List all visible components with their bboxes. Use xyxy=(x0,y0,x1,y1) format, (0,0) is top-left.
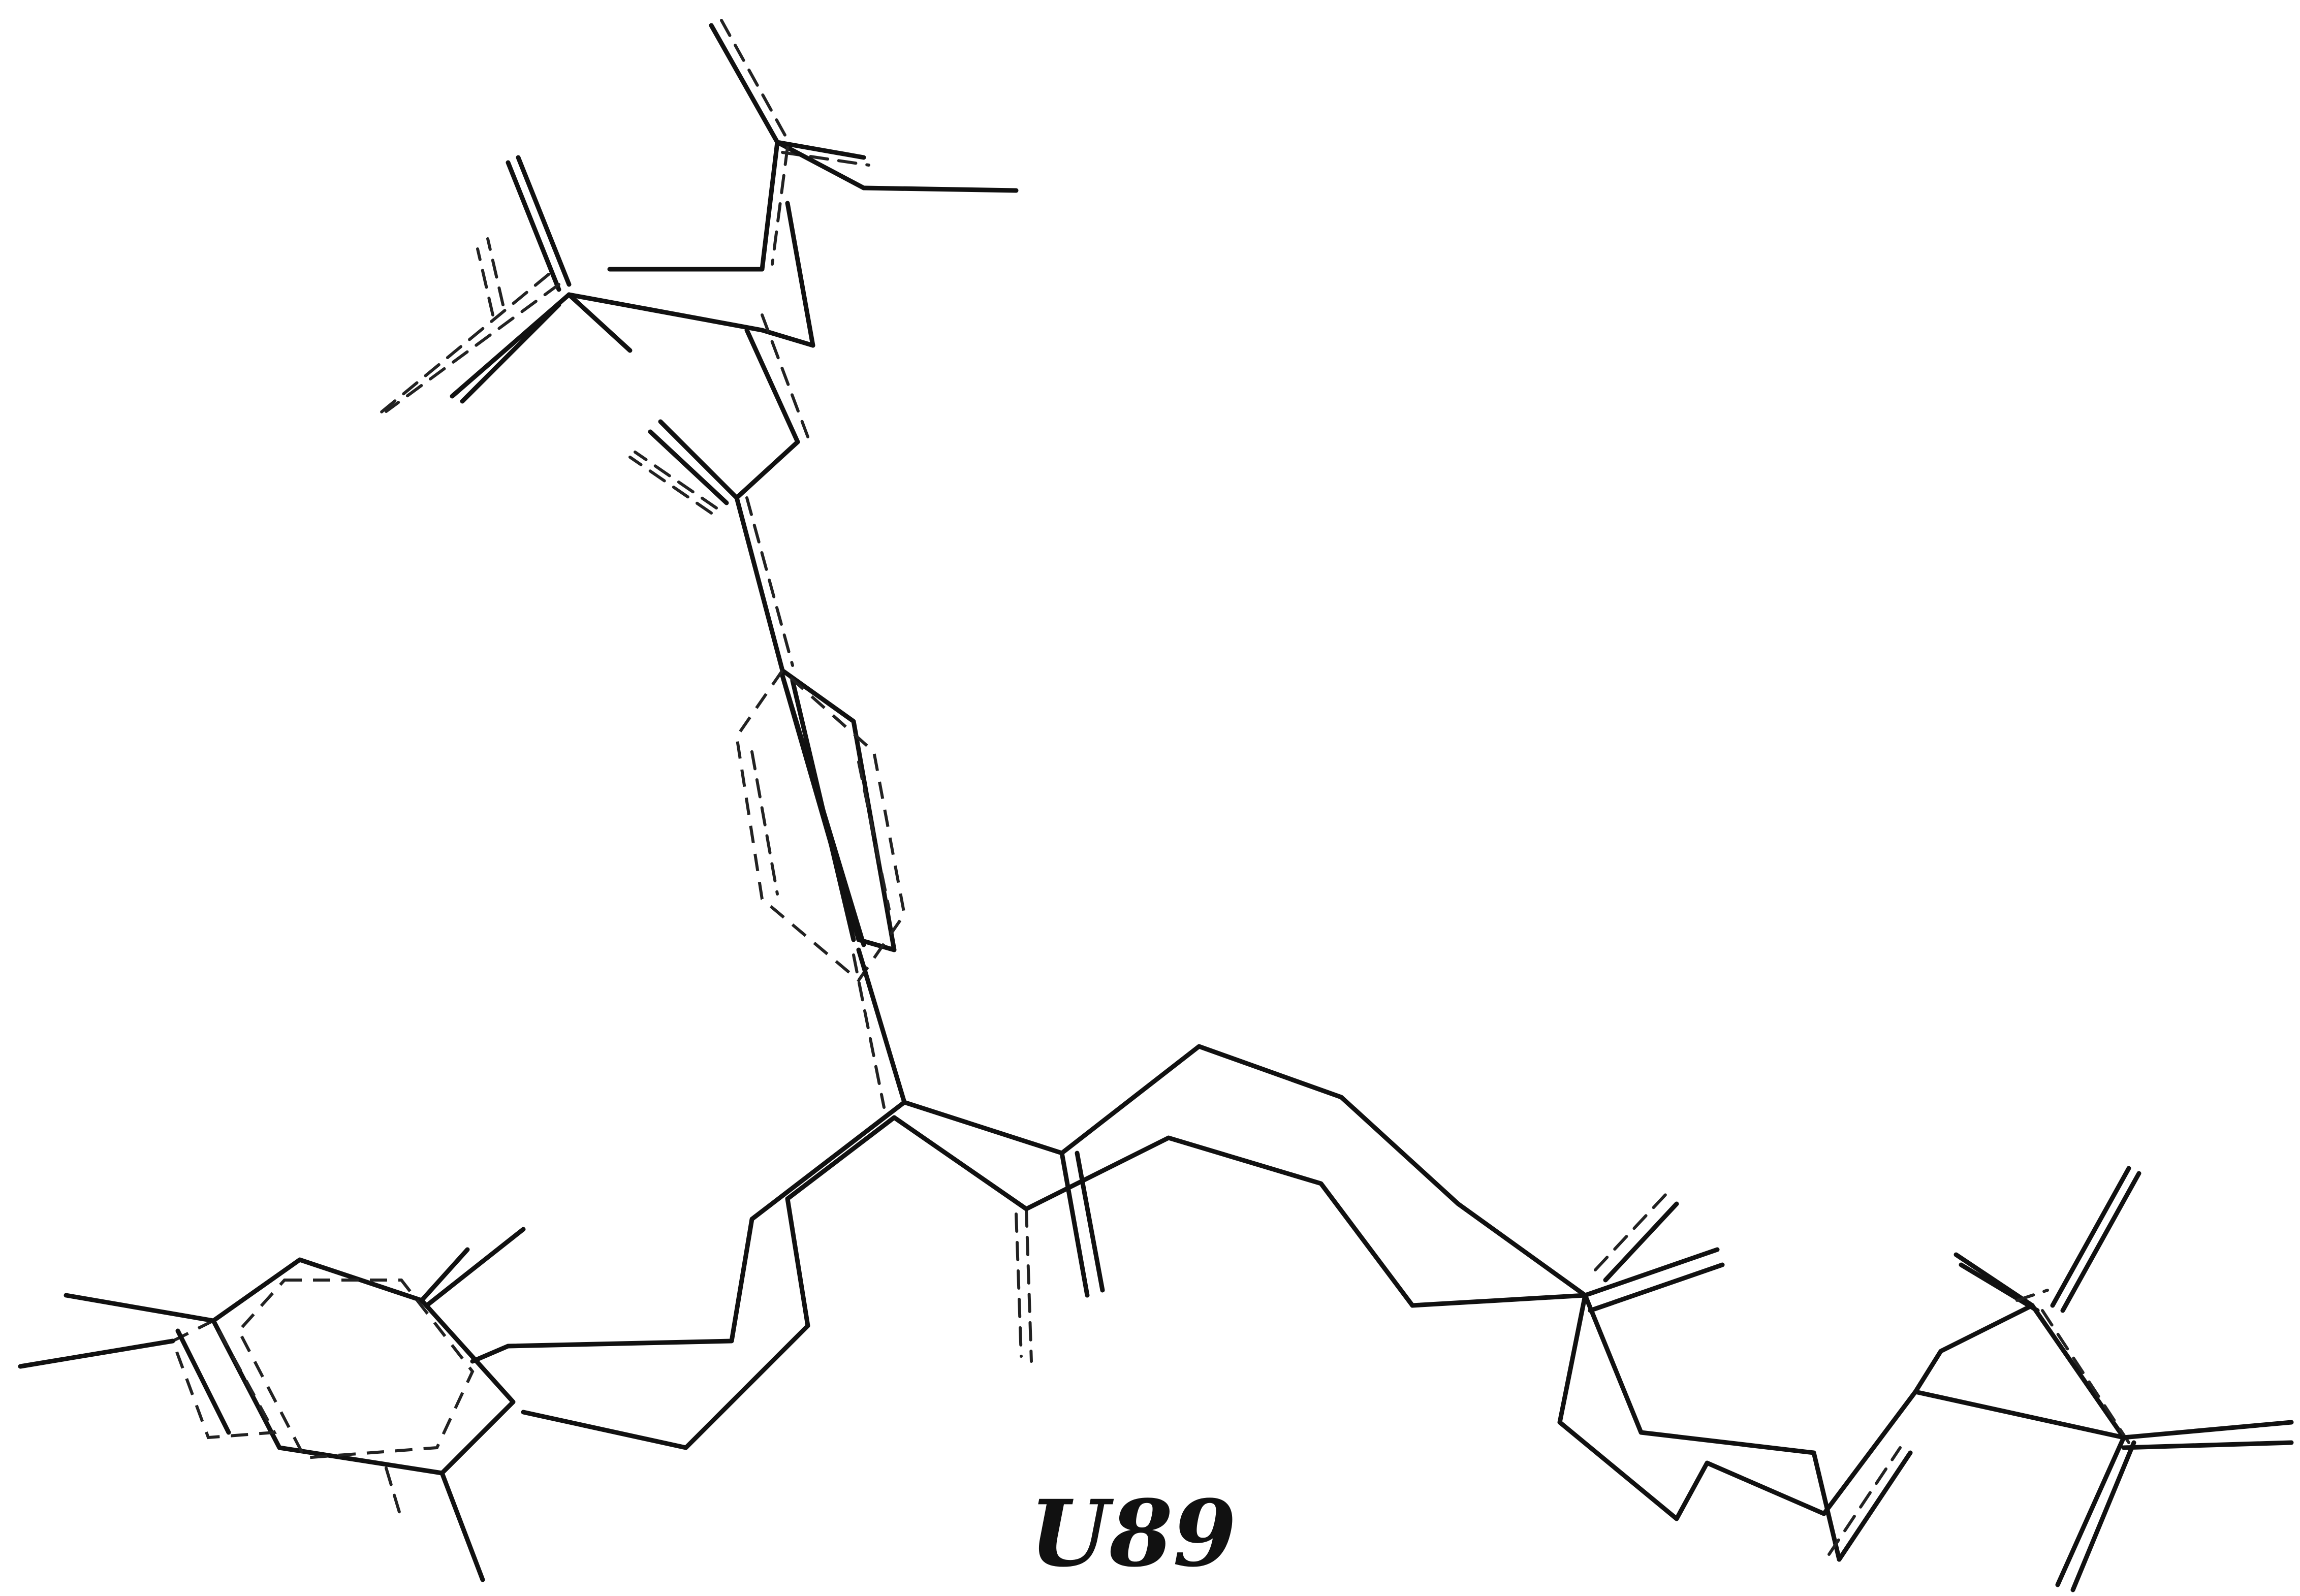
top-fragment xyxy=(374,19,1019,673)
left-chain xyxy=(470,1100,907,1450)
central-linker xyxy=(852,947,1105,1363)
compound-label: U89 xyxy=(1029,1480,1237,1587)
right-terminal-fragment xyxy=(1821,1166,2294,1592)
superimposed-molecular-structures xyxy=(18,19,2294,1592)
phenyl-ring xyxy=(735,668,906,983)
right-chain xyxy=(1024,1044,1842,1562)
bottom-left-ring xyxy=(18,1227,526,1582)
